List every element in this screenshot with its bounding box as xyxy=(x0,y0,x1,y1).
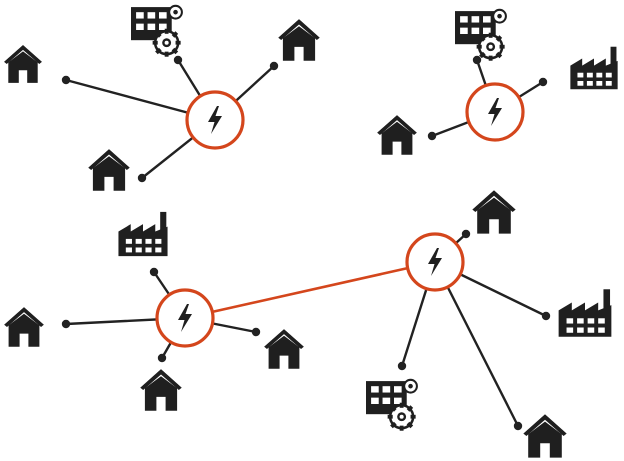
energy-hubs xyxy=(155,82,525,348)
house-icon-house-f xyxy=(264,329,304,369)
connection-endpoints xyxy=(61,55,551,431)
house-icon-house-a xyxy=(4,45,42,83)
house-icon-house-d xyxy=(377,115,417,155)
energy-hub-hub-2 xyxy=(465,82,525,142)
hub-connection-lines xyxy=(184,260,436,320)
office-gear-icon-office-b xyxy=(453,7,508,62)
house-icon-house-c xyxy=(88,149,130,191)
consumer-icons xyxy=(4,3,618,458)
factory-icon-factory-c xyxy=(558,289,612,337)
connection-dot-office-c xyxy=(397,361,407,371)
energy-hub-hub-4 xyxy=(405,232,465,292)
connection-dot-house-f xyxy=(251,327,261,337)
house-icon-house-h xyxy=(472,190,516,234)
connection-dot-factory-a xyxy=(538,77,548,87)
connection-dot-house-e xyxy=(61,319,71,329)
office-gear-icon-office-c xyxy=(364,377,419,432)
connection-dot-house-a xyxy=(61,75,71,85)
connection-dot-factory-c xyxy=(541,311,551,321)
energy-hub-hub-3 xyxy=(155,288,215,348)
house-icon-house-g xyxy=(140,369,182,411)
connection-dot-office-b xyxy=(472,55,482,65)
connection-dot-house-d xyxy=(427,131,437,141)
connection-dot-house-c xyxy=(137,173,147,183)
factory-icon-factory-b xyxy=(118,211,168,257)
connection-dot-house-g xyxy=(157,353,167,363)
connection-dot-house-h xyxy=(461,229,471,239)
connection-dot-office-a xyxy=(173,55,183,65)
house-icon-house-e xyxy=(4,307,44,347)
connection-dot-house-b xyxy=(269,61,279,71)
energy-hub-hub-1 xyxy=(185,90,245,150)
hub-link-hub-3-hub-4 xyxy=(184,260,436,320)
connection-line-house-i xyxy=(433,260,520,428)
office-gear-icon-office-a xyxy=(129,3,184,58)
connection-dot-factory-b xyxy=(149,267,159,277)
connection-dot-house-i xyxy=(513,421,523,431)
factory-icon-factory-a xyxy=(570,46,618,90)
house-icon-house-b xyxy=(278,19,320,61)
house-icon-house-i xyxy=(523,414,567,458)
